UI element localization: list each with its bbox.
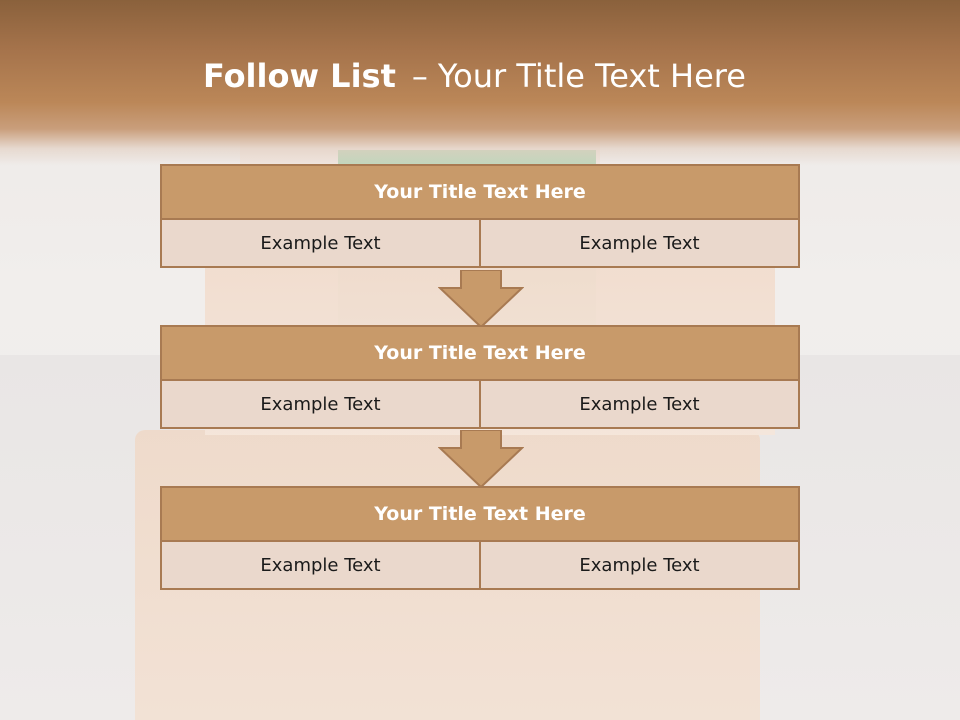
block-cell-right: Example Text: [479, 218, 800, 268]
list-block-1: Your Title Text Here Example Text Exampl…: [160, 164, 800, 268]
list-block-3: Your Title Text Here Example Text Exampl…: [160, 486, 800, 590]
block-heading: Your Title Text Here: [160, 325, 800, 381]
block-row: Example Text Example Text: [160, 540, 800, 590]
block-row: Example Text Example Text: [160, 379, 800, 429]
block-cell-left: Example Text: [160, 540, 481, 590]
block-heading: Your Title Text Here: [160, 164, 800, 220]
list-block-2: Your Title Text Here Example Text Exampl…: [160, 325, 800, 429]
down-arrow-icon: [438, 270, 524, 329]
block-cell-left: Example Text: [160, 218, 481, 268]
block-cell-right: Example Text: [479, 379, 800, 429]
block-cell-left: Example Text: [160, 379, 481, 429]
down-arrow-icon: [438, 430, 524, 489]
title-band: [0, 0, 960, 165]
title-bold: Follow List: [203, 57, 396, 95]
title-rest: Your Title Text Here: [437, 57, 746, 95]
block-heading: Your Title Text Here: [160, 486, 800, 542]
title-separator: –: [411, 57, 428, 95]
block-cell-right: Example Text: [479, 540, 800, 590]
slide-title: Follow List–Your Title Text Here: [203, 55, 746, 97]
block-row: Example Text Example Text: [160, 218, 800, 268]
